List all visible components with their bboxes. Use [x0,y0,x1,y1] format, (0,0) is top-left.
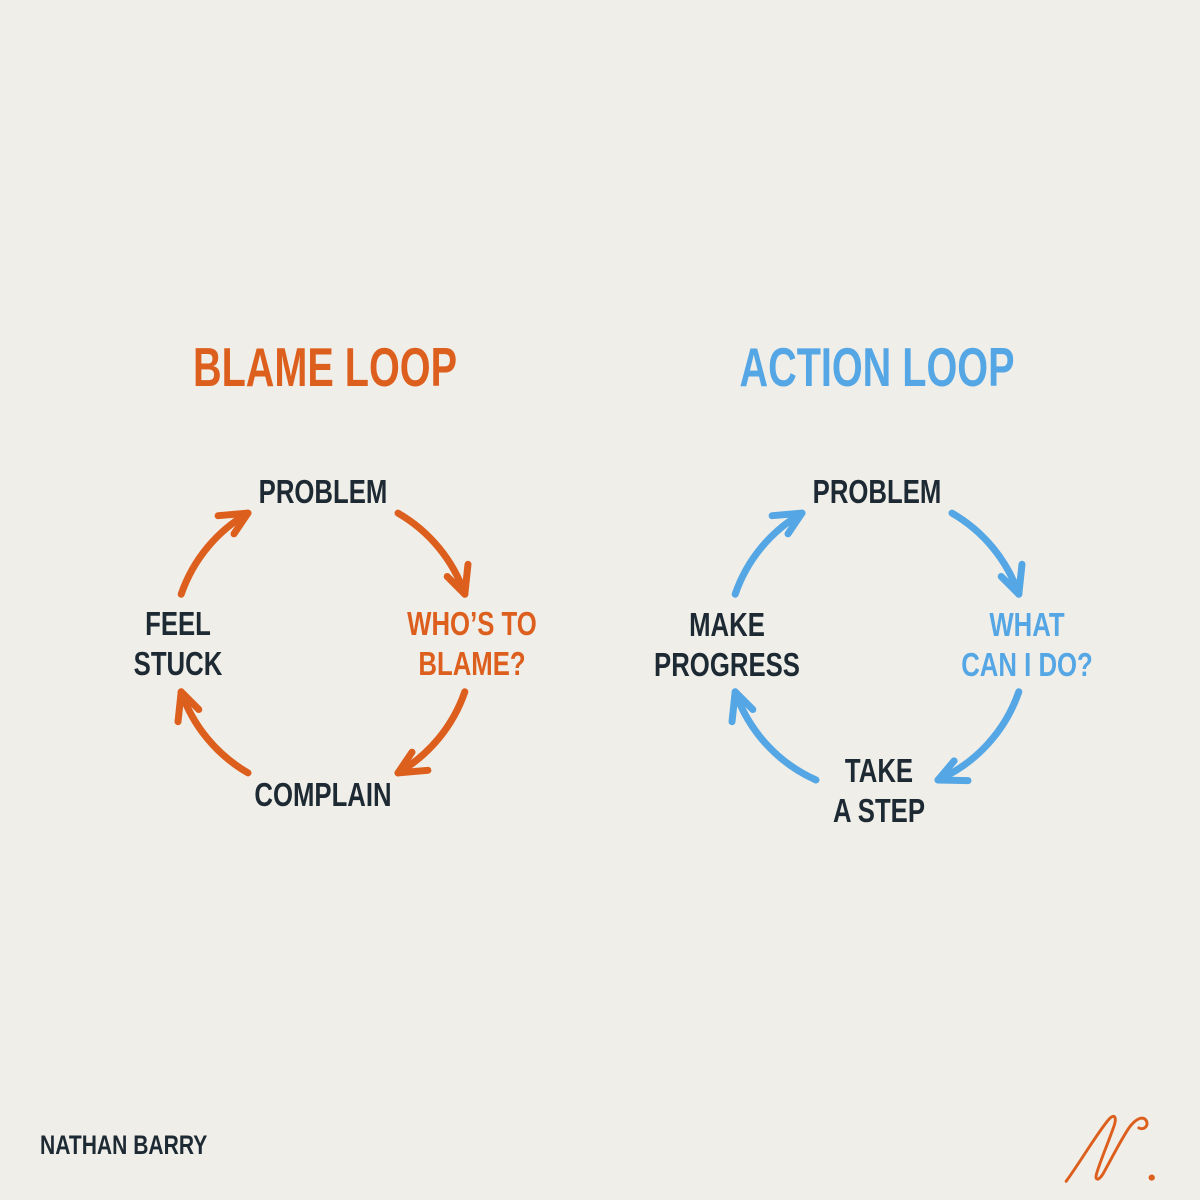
node-text-line: CAN I DO? [961,646,1093,683]
node-text-line: STUCK [133,645,223,682]
node-text-line: WHO’S TO [407,605,537,642]
node-text-line: PROBLEM [812,473,942,510]
arrow-make-progress-to-problem [731,509,806,598]
author-credit: NATHAN BARRY [40,1130,208,1160]
action-node-what-can-i-do: WHAT CAN I DO? [943,605,1112,685]
node-text-line: WHAT [989,606,1065,643]
blame-node-whos-to-blame: WHO’S TO BLAME? [389,604,555,684]
node-text-line: BLAME? [418,645,526,682]
action-loop-title: ACTION LOOP [686,335,1068,399]
node-text-line: FEEL [145,605,211,642]
node-text-line: A STEP [832,792,926,829]
arrow-what-can-i-do-to-take-a-step [934,688,1023,784]
arrow-problem-to-what-can-i-do [948,509,1023,598]
arrow-whos-to-blame-to-complain [394,688,469,777]
arrow-make-progress-to-problem [768,509,806,538]
arrow-whos-to-blame-to-complain [394,748,432,777]
arrow-problem-to-whos-to-blame [394,509,469,598]
arrow-feel-stuck-to-problem [214,509,252,538]
action-node-problem: PROBLEM [795,472,960,512]
node-text-line: PROGRESS [654,646,800,683]
node-text-line: MAKE [689,606,765,643]
action-node-make-progress: MAKE PROGRESS [633,605,820,685]
blame-loop-title: BLAME LOOP [142,335,509,399]
blame-node-problem: PROBLEM [241,472,406,512]
arrow-take-a-step-to-make-progress [731,688,820,784]
blame-loop-title-text: BLAME LOOP [192,336,458,398]
action-loop-title-text: ACTION LOOP [739,336,1015,398]
node-text-line: TAKE [844,752,914,789]
arrow-take-a-step-to-make-progress [728,688,757,726]
arrow-problem-to-what-can-i-do [997,560,1026,598]
action-node-take-a-step: TAKE A STEP [820,751,938,831]
arrow-complain-to-feel-stuck [177,688,252,777]
arrow-problem-to-whos-to-blame [443,560,472,598]
node-text-line: COMPLAIN [254,776,392,813]
arrow-feel-stuck-to-problem [177,509,252,598]
arrow-complain-to-feel-stuck [174,688,203,726]
blame-node-feel-stuck: FEEL STUCK [121,604,235,684]
arrow-what-can-i-do-to-take-a-step [934,757,972,785]
nathan-barry-signature-icon [1064,1114,1155,1183]
node-text-line: PROBLEM [258,473,388,510]
blame-node-complain: COMPLAIN [235,775,411,815]
